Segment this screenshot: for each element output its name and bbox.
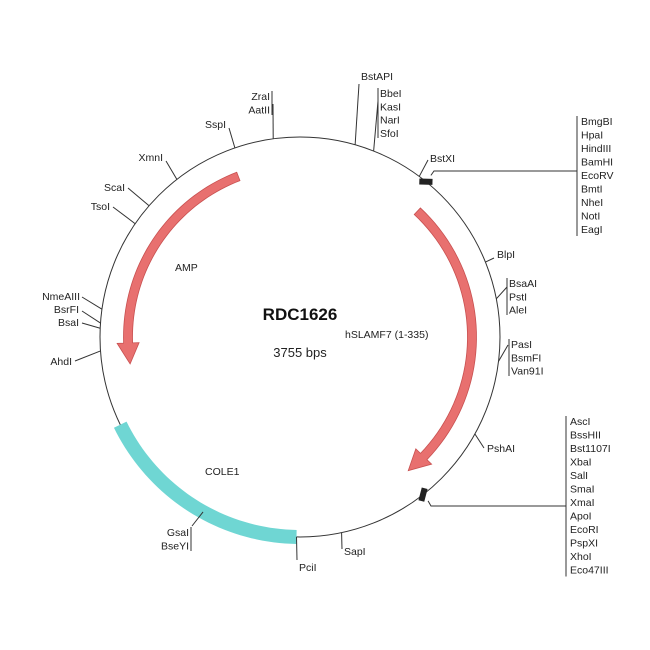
- site-label-xmni: XmnI: [138, 152, 163, 164]
- mcs2-site: EcoRI: [570, 524, 599, 536]
- feature-label-cole1: COLE1: [205, 466, 240, 478]
- mcs1-site: HindIII: [581, 143, 611, 155]
- plasmid-size: 3755 bps: [273, 345, 327, 360]
- mcs2-site: XbaI: [570, 457, 592, 469]
- site-label-scai: ScaI: [104, 182, 125, 194]
- site-label-bsaai: BsaAI: [509, 278, 537, 290]
- site-tick: [127, 187, 150, 207]
- mcs2-site: SalI: [570, 470, 588, 482]
- mcs2-site: ApoI: [570, 511, 592, 523]
- site-label-bstapi: BstAPI: [361, 71, 393, 83]
- site-label-alei: AleI: [509, 305, 527, 317]
- site-label-nari: NarI: [380, 115, 400, 127]
- site-label-sapi: SapI: [344, 546, 366, 558]
- mcs2-site: XhoI: [570, 551, 592, 563]
- mcs1-site: EcoRV: [581, 170, 614, 182]
- site-label-pasi: PasI: [511, 339, 532, 351]
- site-label-pcii: PciI: [299, 562, 317, 574]
- site-label-gsai: GsaI: [167, 527, 189, 539]
- site-label-pshai: PshAI: [487, 443, 515, 455]
- site-label-kasi: KasI: [380, 101, 401, 113]
- site-tick: [81, 310, 101, 324]
- site-tick: [165, 160, 178, 180]
- mcs1-site: BmgBI: [581, 116, 613, 128]
- site-tick: [373, 100, 379, 152]
- mcs2-site: Bst1107I: [570, 443, 611, 455]
- site-label-aatii: AatII: [248, 104, 270, 116]
- mcs2-site: Eco47III: [570, 565, 609, 577]
- mcs2-site: AscI: [570, 416, 590, 428]
- site-tick: [495, 286, 508, 300]
- site-label-bsai: BsaI: [58, 317, 79, 329]
- cole1-feature: [113, 421, 297, 544]
- backbone-circle: [99, 136, 501, 538]
- site-label-blpi: BlpI: [497, 249, 515, 261]
- feature-label-hslamf7: hSLAMF7 (1-335): [345, 329, 428, 341]
- mcs1-site: BmtI: [581, 184, 603, 196]
- mcs2-site: XmaI: [570, 497, 595, 509]
- mcs2-site: PspXI: [570, 538, 598, 550]
- mcs2-box: [418, 487, 428, 502]
- site-tick: [81, 296, 103, 310]
- site-label-bstxi: BstXI: [430, 153, 455, 165]
- mcs1-site: BamHI: [581, 157, 613, 169]
- site-tick: [498, 344, 509, 362]
- site-label-bsrfi: BsrFI: [54, 304, 79, 316]
- site-tick: [191, 511, 204, 527]
- mcs2-leader: [427, 500, 566, 507]
- mcs1-site: HpaI: [581, 130, 603, 142]
- mcs2-site: BssHII: [570, 430, 601, 442]
- site-tick: [228, 127, 236, 149]
- site-tick: [485, 257, 495, 263]
- plasmid-name: RDC1626: [263, 305, 338, 324]
- site-label-van91i: Van91I: [511, 366, 544, 378]
- site-label-psti: PstI: [509, 291, 527, 303]
- site-tick: [354, 83, 360, 145]
- mcs1-leader: [430, 170, 577, 176]
- hslamf7-arrow: [407, 207, 477, 472]
- site-label-bbei: BbeI: [380, 88, 402, 100]
- mcs1-site: NotI: [581, 211, 600, 223]
- site-tick: [418, 159, 429, 177]
- site-label-sspi: SspI: [205, 119, 226, 131]
- site-tick: [74, 350, 101, 362]
- mcs1-site: NheI: [581, 197, 603, 209]
- mcs2-site: SmaI: [570, 484, 595, 496]
- site-label-sfoi: SfoI: [380, 128, 399, 140]
- feature-label-amp: AMP: [175, 262, 198, 274]
- site-label-zrai: ZraI: [251, 91, 270, 103]
- site-label-tsoi: TsoI: [91, 201, 110, 213]
- site-label-ahdi: AhdI: [50, 356, 72, 368]
- site-tick: [112, 206, 136, 225]
- site-label-bseyi: BseYI: [161, 540, 189, 552]
- amp-arrow: [116, 171, 241, 365]
- site-tick: [474, 433, 485, 449]
- mcs1-site: EagI: [581, 224, 603, 236]
- site-label-nmeaiii: NmeAIII: [42, 291, 80, 303]
- site-label-bsmfi: BsmFI: [511, 352, 541, 364]
- site-tick: [81, 322, 101, 329]
